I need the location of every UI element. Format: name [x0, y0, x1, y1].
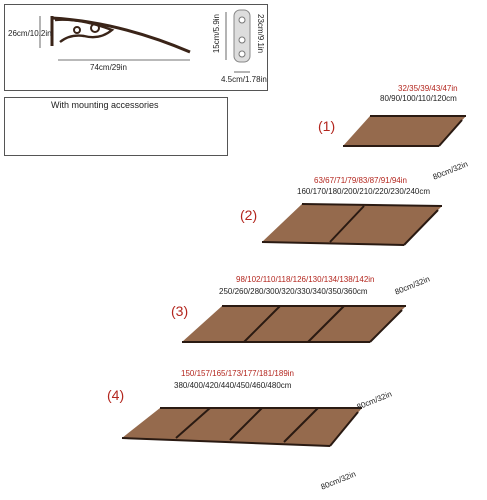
plate-height-label: 15cm/5.9in [212, 14, 221, 54]
variant-2-inches: 63/67/71/79/83/87/91/94in [314, 176, 407, 185]
length-label: 74cm/29in [90, 63, 127, 72]
wall-plate-drawing [225, 9, 251, 73]
variant-1-cm: 80/90/100/110/120cm [380, 94, 457, 103]
variant-1-inches: 32/35/39/43/47in [398, 84, 458, 93]
plate-total-label: 23cm/9.1in [256, 14, 265, 54]
bracket-drawing [39, 16, 191, 61]
canopy-variant-2-drawing [261, 203, 443, 246]
plate-width-label: 4.5cm/1.78in [221, 75, 267, 84]
variant-3-cm: 250/260/280/300/320/330/340/350/360cm [219, 287, 368, 296]
accessories-title: With mounting accessories [51, 100, 159, 110]
canopy-variant-1-drawing [343, 115, 466, 147]
variant-4-inches: 150/157/165/173/177/181/189in [181, 369, 294, 378]
spec-diagram-box [4, 4, 268, 91]
height-label: 26cm/10.2in [8, 29, 52, 38]
variant-2-cm: 160/170/180/200/210/220/230/240cm [297, 187, 431, 196]
canopy-variant-4-drawing [121, 407, 362, 447]
variant-3-inches: 98/102/110/118/126/130/134/138/142in [236, 275, 375, 284]
variant-3-number: (3) [171, 303, 189, 319]
variant-2-number: (2) [240, 207, 258, 223]
accessories-box [4, 97, 228, 156]
variant-4-cm: 380/400/420/440/450/460/480cm [174, 381, 292, 390]
variant-1-number: (1) [318, 118, 336, 134]
canopy-variant-3-drawing [182, 305, 406, 343]
variant-4-number: (4) [107, 387, 125, 403]
